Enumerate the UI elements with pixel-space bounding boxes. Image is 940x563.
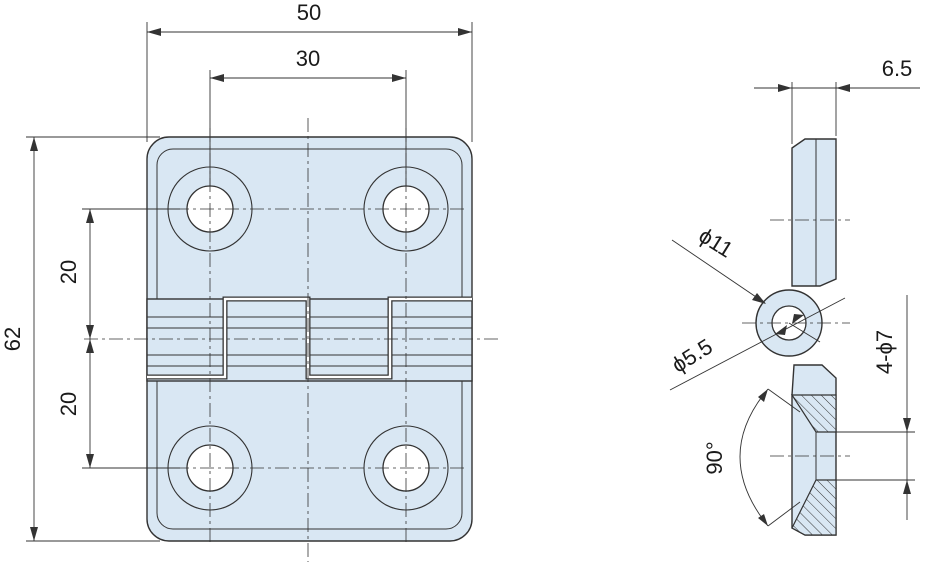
arrow-head (758, 389, 768, 402)
arrow-head (30, 527, 38, 541)
arrow-head (86, 454, 94, 468)
arrow-head (758, 514, 768, 526)
arrow-head (752, 293, 766, 304)
dim-width-label: 50 (297, 0, 321, 25)
arrow-head (903, 418, 911, 432)
arrow-head (147, 28, 161, 36)
dim-knuckle-label: ϕ11 (694, 223, 737, 263)
dim-pin-label: ϕ5.5 (667, 334, 717, 378)
upper-leaf (791, 138, 837, 287)
arrow-head (903, 480, 911, 494)
arrow-head (86, 339, 94, 353)
arrow-head (778, 84, 792, 92)
arrow-head (836, 84, 850, 92)
dim-upper-spacing-label: 20 (56, 260, 81, 284)
front-view: 50 30 62 20 20 (0, 0, 500, 562)
leader-line (669, 297, 846, 391)
angle-arc (739, 388, 769, 527)
arrow-head (775, 325, 787, 335)
leader-line (788, 322, 821, 343)
leader-line (671, 239, 766, 304)
dim-lower-spacing-label: 20 (56, 392, 81, 416)
arrow-head (458, 28, 472, 36)
countersink-section (791, 479, 837, 536)
arrow-head (792, 314, 804, 324)
arrow-head (392, 74, 406, 82)
arrow-head (30, 137, 38, 151)
leader-line (767, 388, 801, 413)
dim-height-label: 62 (0, 327, 25, 351)
side-view: 6.5 ϕ11 ϕ5.5 4-ϕ7 90° (667, 56, 920, 536)
dim-hole-spacing-label: 30 (296, 46, 320, 71)
dim-thickness-label: 6.5 (882, 56, 913, 81)
arrow-head (210, 74, 224, 82)
arrow-head (86, 209, 94, 223)
leader-line (767, 501, 801, 527)
dim-angle-label: 90° (702, 441, 727, 474)
dim-countersink-label: 4-ϕ7 (872, 330, 897, 374)
arrow-head (86, 325, 94, 339)
